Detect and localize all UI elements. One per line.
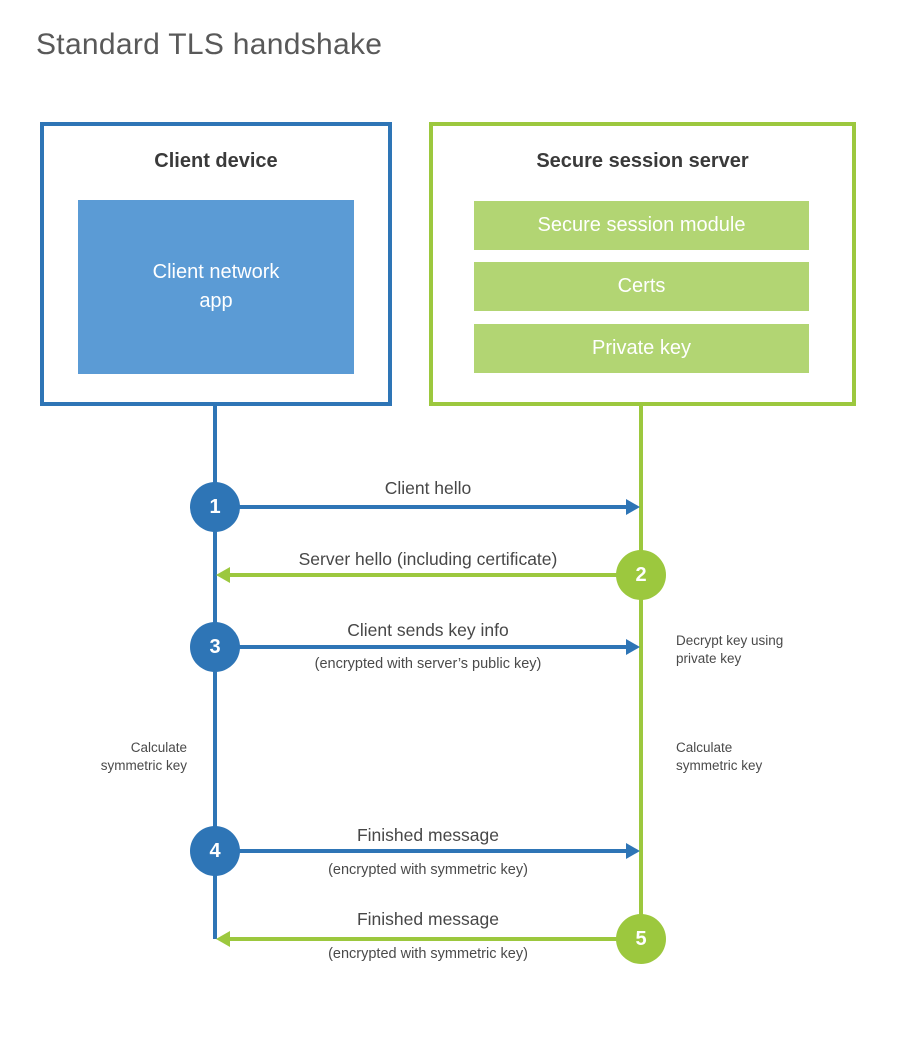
- server-module-label: Secure session module: [537, 214, 746, 236]
- step-2-marker: 2: [616, 550, 666, 600]
- step-4-marker: 4: [190, 826, 240, 876]
- annotation-calc-client-line1: Calculate: [130, 740, 187, 755]
- step-4-sublabel: (encrypted with symmetric key): [328, 862, 528, 878]
- step-2-label: Server hello (including certificate): [298, 549, 558, 569]
- step-5-number: 5: [635, 927, 647, 950]
- step-5-sublabel: (encrypted with symmetric key): [328, 946, 528, 962]
- step-1-label: Client hello: [384, 478, 472, 498]
- step-3-sublabel: (encrypted with server’s public key): [314, 656, 542, 672]
- step-4-arrow: [215, 849, 627, 853]
- client-device-title: Client device: [154, 150, 278, 172]
- secure-session-server-title: Secure session server: [536, 150, 749, 172]
- step-5-arrow: [229, 937, 641, 941]
- step-3-marker: 3: [190, 622, 240, 672]
- server-module-label: Private key: [592, 337, 691, 359]
- client-network-app-box: Client network app: [78, 200, 354, 374]
- page-title: Standard TLS handshake: [36, 28, 383, 61]
- annotation-decrypt-key: Decrypt key using private key: [676, 632, 783, 667]
- server-module-private-key: Private key: [474, 324, 809, 373]
- step-3-arrow: [215, 645, 627, 649]
- annotation-decrypt-line1: Decrypt key using: [676, 633, 784, 648]
- server-module-certs: Certs: [474, 262, 809, 311]
- annotation-decrypt-line2: private key: [676, 650, 742, 666]
- step-3-label: Client sends key info: [347, 620, 509, 640]
- step-2-number: 2: [635, 563, 647, 586]
- server-module-secure-session-module: Secure session module: [474, 201, 809, 250]
- annotation-calc-symmetric-key-client: Calculate symmetric key: [59, 739, 187, 774]
- step-3-number: 3: [209, 635, 221, 658]
- step-4-number: 4: [209, 839, 221, 862]
- step-4-label: Finished message: [356, 825, 500, 845]
- annotation-calc-client-line2: symmetric key: [100, 757, 187, 773]
- annotation-calc-symmetric-key-server: Calculate symmetric key: [676, 739, 762, 774]
- annotation-calc-server-line1: Calculate: [676, 740, 733, 755]
- step-2-arrow: [229, 573, 641, 577]
- client-network-app-label: Client network app: [152, 261, 280, 312]
- step-1-marker: 1: [190, 482, 240, 532]
- annotation-calc-server-line2: symmetric key: [676, 757, 763, 773]
- step-5-marker: 5: [616, 914, 666, 964]
- step-1-number: 1: [209, 495, 221, 518]
- client-lifeline: [213, 406, 217, 939]
- server-module-label: Certs: [617, 275, 666, 297]
- step-5-label: Finished message: [356, 909, 500, 929]
- step-1-arrow: [215, 505, 627, 509]
- server-lifeline: [639, 406, 643, 939]
